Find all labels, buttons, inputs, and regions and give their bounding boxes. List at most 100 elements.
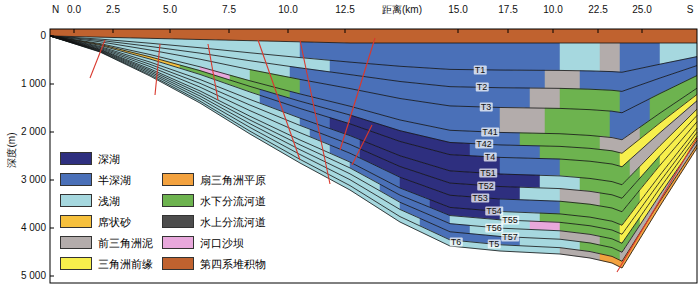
legend-text: 浅湖: [98, 195, 120, 206]
legend-text: 水上分流河道: [200, 216, 266, 227]
facies-fill: [545, 70, 580, 89]
horizon-label: T42: [475, 140, 493, 149]
horizon-line: [50, 36, 697, 212]
legend-text: 深湖: [98, 153, 120, 164]
axis-label: 5.0: [163, 5, 177, 15]
horizon-line: [50, 36, 697, 185]
axis-title: 深度(m): [7, 133, 17, 168]
fault-line: [340, 38, 375, 150]
quaternary-cover: [50, 29, 697, 43]
horizons: [50, 36, 697, 268]
legend-swatch: [60, 236, 92, 249]
horizon-label: T2: [476, 83, 489, 92]
facies-fill: [500, 157, 560, 176]
fault-line: [208, 44, 218, 100]
legend-swatch: [60, 152, 92, 165]
axis-label: N: [52, 5, 59, 15]
legend-text: 前三角洲泥: [98, 237, 153, 248]
facies-fill: [620, 128, 697, 234]
horizon-line: [50, 36, 697, 252]
axis-label: 4 000: [21, 223, 46, 233]
tick-mark: [50, 228, 54, 229]
fault-line: [352, 125, 372, 165]
facies-fill: [520, 187, 560, 201]
legend-swatch: [162, 236, 194, 249]
axis-ticks: [50, 29, 642, 276]
facies-fill: [600, 43, 620, 72]
tick-mark: [229, 29, 230, 33]
axis-label: S: [687, 5, 694, 15]
tick-mark: [50, 36, 54, 37]
horizon-label: T41: [481, 128, 499, 137]
fault-line: [300, 40, 330, 184]
horizon-label: T51: [479, 169, 497, 178]
horizon-label: T55: [501, 216, 519, 225]
horizon-line: [50, 36, 697, 140]
facies-bands: [50, 36, 697, 268]
facies-fill: [560, 248, 600, 261]
axis-label: 0: [40, 31, 46, 41]
tick-mark: [642, 29, 643, 33]
horizon-line: [50, 36, 697, 167]
facies-fill: [620, 141, 697, 262]
tick-mark: [50, 84, 54, 85]
horizon-line: [50, 36, 697, 153]
horizon-line: [50, 36, 697, 261]
axis-label: 5 000: [21, 271, 46, 281]
tick-mark: [598, 29, 599, 33]
legend-swatch: [60, 173, 92, 186]
legend-swatch: [162, 173, 194, 186]
legend-swatch: [162, 215, 194, 228]
legend-text: 半深湖: [98, 174, 131, 185]
axis-label: 17.5: [498, 5, 517, 15]
tick-mark: [74, 29, 75, 33]
horizon-line: [50, 36, 697, 268]
facies-fill: [530, 88, 560, 108]
horizon-label: T5: [488, 240, 501, 249]
tick-mark: [170, 29, 171, 33]
tick-mark: [50, 132, 54, 133]
legend-text: 水下分流河道: [200, 195, 266, 206]
axis-label: 22.5: [588, 5, 607, 15]
legend-text: 第四系堆积物: [200, 258, 266, 269]
axis-label: 距离(km): [382, 5, 422, 15]
legend-swatch: [162, 194, 194, 207]
axis-label: 10.0: [543, 5, 562, 15]
tick-mark: [50, 276, 54, 277]
horizon-line: [50, 36, 697, 225]
horizon-label: T56: [485, 223, 503, 232]
faults: [90, 38, 697, 272]
tick-mark: [553, 29, 554, 33]
horizon-line: [50, 36, 697, 243]
horizon-label: T53: [471, 193, 489, 202]
legend-text: 席状砂: [98, 216, 131, 227]
horizon-label: T6: [450, 237, 463, 246]
legend-text: 河口沙坝: [200, 237, 244, 248]
tick-mark: [345, 29, 346, 33]
horizon-label: T57: [501, 232, 519, 241]
fault-line: [258, 40, 300, 160]
facies-fill: [500, 107, 545, 133]
fault-line: [90, 40, 105, 78]
plot-frame: [50, 29, 697, 283]
legend-swatch: [60, 257, 92, 270]
legend-text: 扇三角洲平原: [200, 174, 266, 185]
legend-swatch: [162, 257, 194, 270]
axis-label: 2 000: [21, 127, 46, 137]
horizon-label: T3: [480, 103, 493, 112]
legend-swatch: [60, 215, 92, 228]
facies-fill: [545, 108, 610, 137]
horizon-label: T52: [477, 181, 495, 190]
tick-mark: [458, 29, 459, 33]
facies-fill: [560, 43, 600, 71]
axis-label: 10.0: [278, 5, 297, 15]
axis-label: 7.5: [222, 5, 236, 15]
axis-label: 0.0: [67, 5, 81, 15]
axis-label: 1 000: [21, 79, 46, 89]
legend-text: 三角洲前缘: [98, 258, 153, 269]
horizon-label: T4: [484, 152, 497, 161]
axis-label: 25.0: [632, 5, 651, 15]
tick-mark: [288, 29, 289, 33]
